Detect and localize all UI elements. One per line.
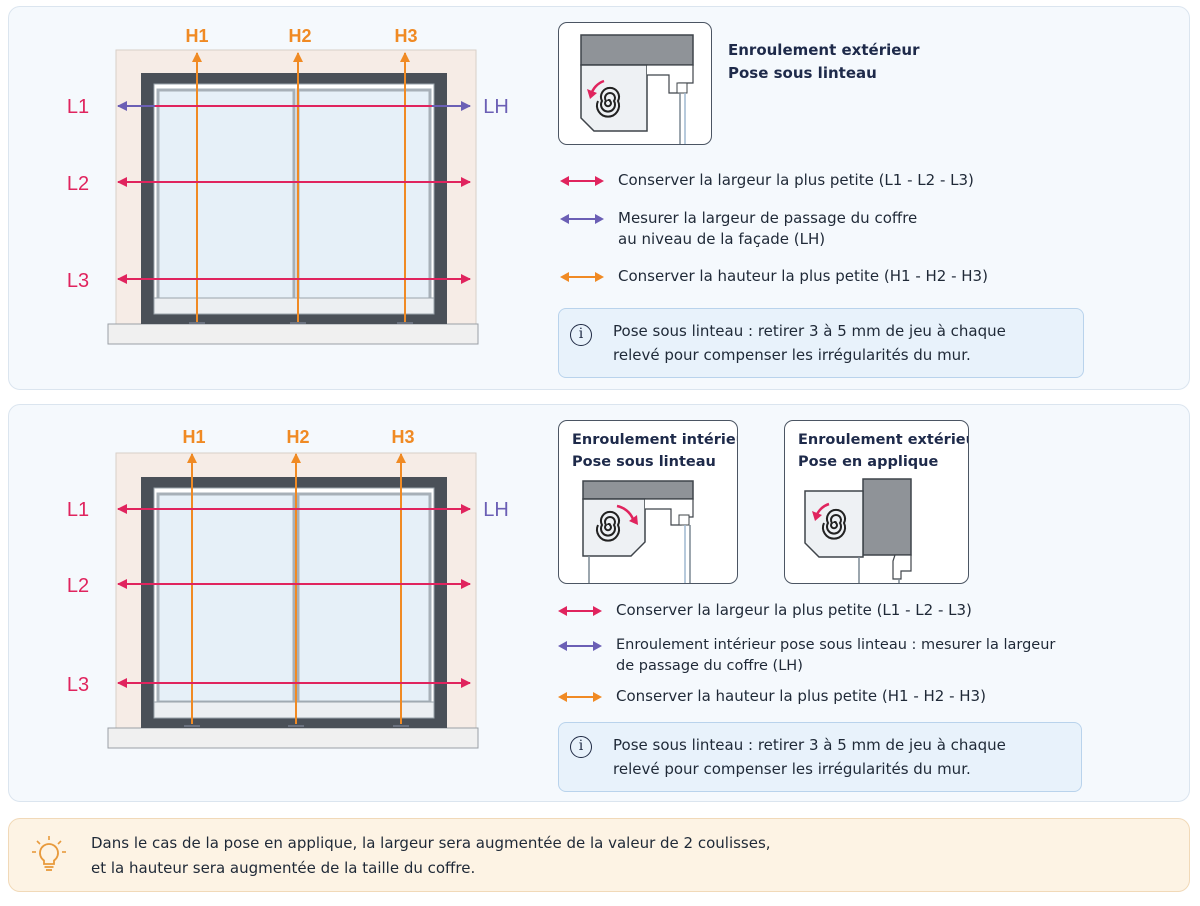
- info-circle-icon: i: [570, 324, 592, 346]
- lightbulb-icon: [32, 836, 66, 871]
- label-l2: L2: [67, 173, 89, 195]
- label-h1: H1: [185, 26, 208, 46]
- legend-height-2: Conserver la hauteur la plus petite (H1 …: [558, 686, 986, 707]
- card-exterior-applique: Enroulement extérieur Pose en applique: [784, 420, 969, 584]
- card-exterior-lintel: [558, 22, 712, 145]
- label-l1: L1: [67, 499, 89, 521]
- label-l2: L2: [67, 575, 89, 597]
- window-sill: [107, 727, 479, 749]
- label-h1: H1: [182, 427, 205, 447]
- orange-double-arrow-icon: [558, 692, 602, 702]
- label-l1: L1: [67, 96, 89, 118]
- label-l3: L3: [67, 674, 89, 696]
- roller-shutter-exterior-icon: [580, 34, 694, 144]
- legend-width-1: Conserver la largeur la plus petite (L1 …: [560, 170, 974, 191]
- window-diagram-2: H1 H2 H3 L1 L2 L3 LH: [67, 427, 509, 749]
- info-box-1: i Pose sous linteau : retirer 3 à 5 mm d…: [558, 308, 1084, 378]
- roller-shutter-interior-icon: [582, 480, 694, 583]
- legend-passage-2: Enroulement intérieur pose sous linteau …: [558, 635, 1055, 677]
- label-l3: L3: [67, 270, 89, 292]
- roller-shutter-applique-icon: [804, 478, 912, 583]
- left-sash: [156, 88, 296, 302]
- right-sash: [296, 492, 432, 704]
- label-h2: H2: [288, 26, 311, 46]
- info-circle-icon: i: [570, 736, 592, 758]
- info-box-2: i Pose sous linteau : retirer 3 à 5 mm d…: [558, 722, 1082, 792]
- card-exterior-lintel-title: Enroulement extérieur Pose sous linteau: [728, 41, 920, 82]
- card-interior-lintel: Enroulement intérieur Pose sous linteau: [558, 420, 738, 584]
- label-lh: LH: [483, 499, 509, 521]
- applique-note: Dans le cas de la pose en applique, la l…: [8, 818, 1190, 892]
- purple-double-arrow-icon: [560, 214, 604, 224]
- label-lh: LH: [483, 96, 509, 118]
- note-line-1: Dans le cas de la pose en applique, la l…: [91, 834, 771, 852]
- orange-double-arrow-icon: [560, 272, 604, 282]
- pink-double-arrow-icon: [560, 176, 604, 186]
- label-h3: H3: [391, 427, 414, 447]
- label-h3: H3: [394, 26, 417, 46]
- window-diagram-1: H1 H2 H3 L1 L2 L3 LH: [67, 26, 509, 345]
- left-sash: [156, 492, 296, 704]
- purple-double-arrow-icon: [558, 641, 602, 651]
- pink-double-arrow-icon: [558, 606, 602, 616]
- window-sill: [107, 323, 479, 345]
- legend-width-2: Conserver la largeur la plus petite (L1 …: [558, 600, 972, 621]
- note-line-2: et la hauteur sera augmentée de la taill…: [91, 859, 476, 877]
- label-h2: H2: [286, 427, 309, 447]
- legend-height-1: Conserver la hauteur la plus petite (H1 …: [560, 266, 988, 287]
- right-sash: [296, 88, 432, 302]
